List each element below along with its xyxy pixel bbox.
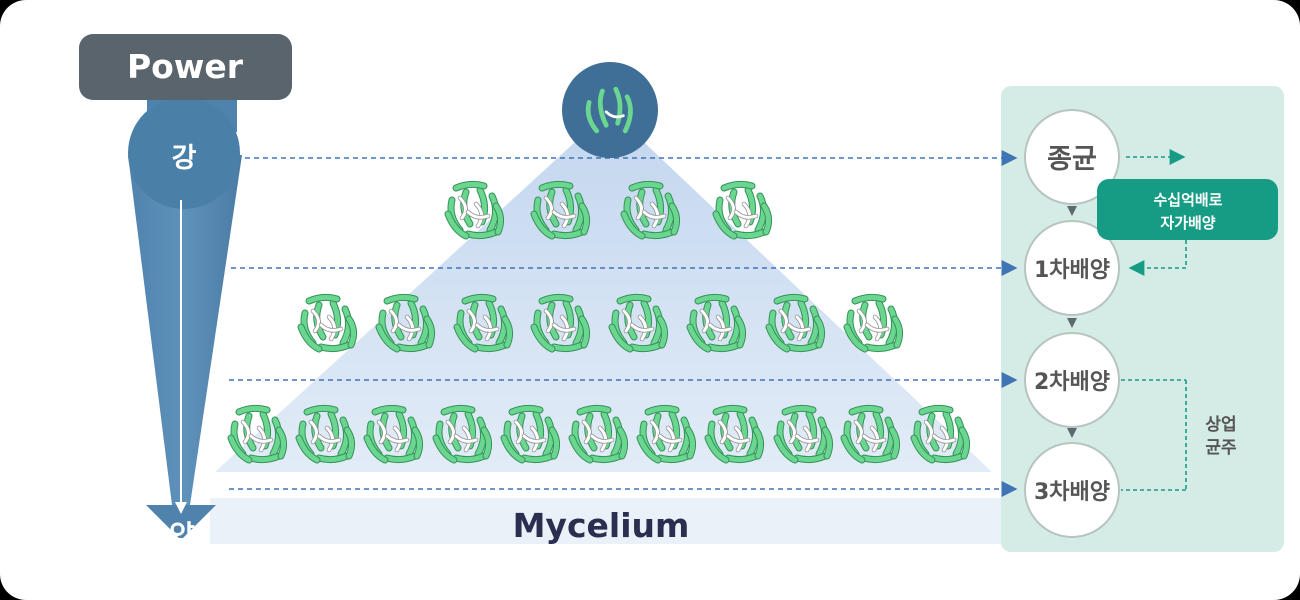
- mycelium-cluster: [636, 404, 697, 464]
- mycelium-cluster: [375, 293, 436, 353]
- mycelium-cluster: [765, 293, 826, 353]
- mycelium-cluster: [712, 180, 773, 240]
- power-funnel: [128, 96, 242, 540]
- mycelium-cluster: [843, 293, 904, 353]
- power-box: Power: [79, 34, 292, 100]
- mycelium-cluster: [295, 404, 356, 464]
- strong-label: 강: [172, 143, 197, 174]
- stage-circle-2: [1024, 332, 1120, 428]
- mycelium-cluster: [363, 404, 424, 464]
- self-culture-note: 수십억배로 자가배양: [1097, 179, 1278, 240]
- mycelium-cluster: [432, 404, 493, 464]
- self-culture-loop: [1126, 149, 1187, 276]
- mycelium-cluster: [444, 180, 505, 240]
- mycelium-cluster: [568, 404, 629, 464]
- stage-label-1: 1차배양: [1034, 258, 1110, 283]
- level-connectors: [229, 150, 1018, 497]
- mycelium-cluster: [773, 404, 834, 464]
- side-line-2: 균주: [1205, 438, 1237, 458]
- side-line-1: 상업: [1205, 415, 1236, 435]
- mycelium-clusters: [227, 86, 971, 464]
- note-line-1: 수십억배로: [1153, 191, 1222, 209]
- stage-label-2: 2차배양: [1034, 370, 1110, 395]
- stage-label-0: 종균: [1047, 144, 1097, 175]
- mycelium-cluster: [297, 293, 358, 353]
- note-line-2: 자가배양: [1160, 214, 1215, 232]
- pyramid: [215, 110, 992, 472]
- mycelium-cluster: [686, 293, 747, 353]
- mycelium-cluster: [500, 404, 561, 464]
- power-label: Power: [127, 47, 244, 86]
- stage-label-3: 3차배양: [1034, 480, 1110, 505]
- mycelium-cluster: [840, 404, 901, 464]
- stage-circle-0: [1024, 109, 1120, 205]
- mycelium-cluster: [530, 293, 591, 353]
- mycelium-cluster: [530, 180, 591, 240]
- stage-circle-1: [1024, 220, 1120, 316]
- stage-down-arrows: [1067, 206, 1077, 438]
- top-cluster: [585, 86, 633, 134]
- mycelium-cluster: [453, 293, 514, 353]
- base-band: [210, 498, 1010, 544]
- commercial-bracket: 상업 균주: [1121, 379, 1237, 491]
- stage-circle-3: [1024, 442, 1120, 538]
- mycelium-label: Mycelium: [513, 506, 690, 545]
- mycelium-cluster: [704, 404, 765, 464]
- mycelium-cluster: [910, 404, 971, 464]
- top-spore-circle: [562, 62, 658, 158]
- stage-circles: 종균 1차배양 2차배양 3차배양: [1024, 109, 1120, 538]
- weak-label: 약: [169, 519, 195, 552]
- mycelium-cluster: [620, 180, 681, 240]
- mycelium-cluster: [227, 404, 288, 464]
- mycelium-cluster: [608, 293, 669, 353]
